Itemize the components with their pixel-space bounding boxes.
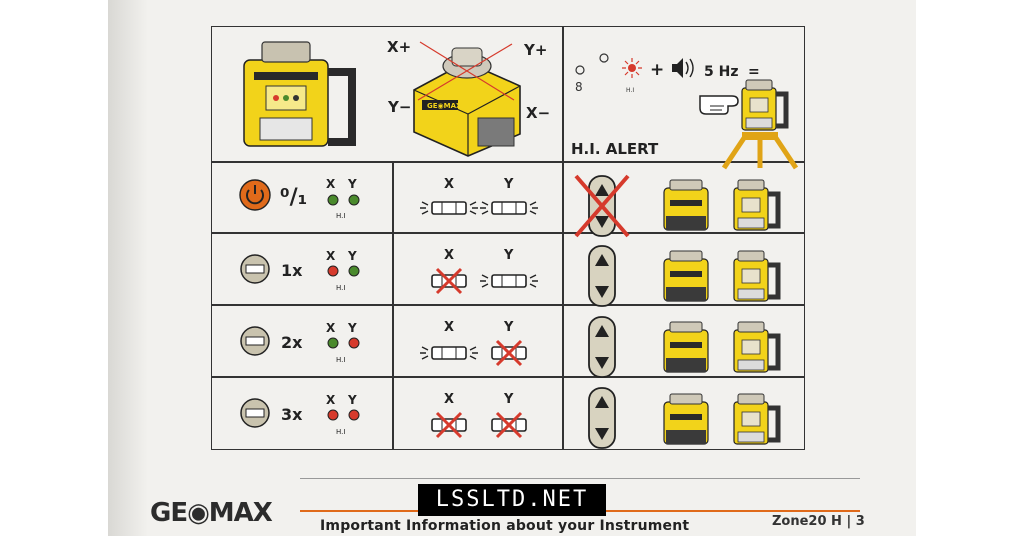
row-1x: 1x X Y H.I X Y	[240, 245, 778, 307]
page-shadow	[108, 0, 148, 536]
led-x-label: X	[326, 321, 336, 335]
vial-y-blinking	[480, 202, 538, 214]
beep-frequency: 5 Hz	[704, 64, 738, 80]
led-y-red	[348, 337, 360, 349]
instrument-front-illustration	[243, 41, 356, 147]
flashing-led-icon	[622, 58, 642, 78]
table-divider	[392, 161, 394, 450]
instrument-side-small	[734, 322, 778, 372]
arrows-button	[588, 316, 616, 378]
equals-sign: =	[748, 64, 760, 80]
vial-x-blinking	[420, 347, 478, 359]
hi-label: H.I	[336, 428, 345, 436]
tripod-icon	[721, 132, 799, 170]
led-y-green	[348, 194, 360, 206]
press-count-label: 2x	[281, 333, 303, 352]
row-3x: 3x X Y H.I X Y	[240, 387, 778, 449]
footer-title: Important Information about your Instrum…	[320, 518, 690, 534]
led-x-label: X	[326, 177, 336, 191]
instrument-front-small	[663, 393, 709, 445]
vial-y-label: Y	[503, 177, 514, 192]
power-button-icon	[239, 179, 271, 211]
arrows-button	[588, 387, 616, 449]
hi-label: H.I	[336, 212, 345, 220]
vial-y-label: Y	[503, 248, 514, 263]
table-divider	[562, 161, 564, 450]
instrument-front-small	[663, 250, 709, 302]
footer-rule	[300, 478, 860, 479]
geomax-logo: GE◉MAX	[150, 498, 273, 528]
led-digit: 8	[575, 80, 583, 94]
table-divider	[212, 232, 804, 234]
watermark-banner: LSSLTD.NET	[418, 484, 606, 516]
press-count-label: 1x	[281, 261, 303, 280]
vial-x-label: X	[444, 177, 454, 192]
table-divider	[212, 304, 804, 306]
led-y-label: Y	[347, 249, 357, 263]
instrument-side-small	[734, 180, 778, 230]
level-button-icon	[240, 398, 270, 428]
vial-y-label: Y	[503, 392, 514, 407]
arrows-button	[588, 245, 616, 307]
led-indicator	[599, 53, 609, 63]
hi-small-label: H.I	[626, 87, 634, 94]
hi-label: H.I	[336, 284, 345, 292]
axis-y-minus: Y−	[387, 98, 411, 116]
hi-alert-title: H.I. ALERT	[571, 140, 659, 158]
plus-sign: +	[650, 60, 664, 80]
table-divider	[212, 376, 804, 378]
led-x-label: X	[326, 249, 336, 263]
led-y-label: Y	[347, 321, 357, 335]
vial-x-label: X	[444, 320, 454, 335]
led-x-green	[327, 337, 339, 349]
axis-x-plus: X+	[387, 38, 411, 56]
level-button-icon	[240, 326, 270, 356]
led-y-red	[348, 409, 360, 421]
instrument-front-small	[663, 321, 709, 373]
vial-y-label: Y	[503, 320, 514, 335]
speaker-icon	[672, 58, 694, 78]
unit-brand: GE◉MAX	[427, 102, 462, 110]
table-divider	[562, 27, 564, 161]
hi-alert-panel: 8 H.I + 5 Hz = H.I. ALERT	[571, 53, 799, 170]
instrument-front-small	[663, 179, 709, 231]
led-x-red	[327, 265, 339, 277]
instrument-side-small	[734, 251, 778, 301]
axis-y-plus: Y+	[523, 41, 547, 59]
disabled-x-icon	[574, 174, 630, 238]
led-y-green	[348, 265, 360, 277]
vial-x-label: X	[444, 392, 454, 407]
instrument-axes-illustration: GE◉MAX X+ Y+ Y− X−	[387, 38, 550, 157]
level-button-icon	[240, 254, 270, 284]
row-power: ⁰/₁ X Y H.I X Y	[239, 174, 778, 238]
led-y-label: Y	[347, 177, 357, 191]
instrument-side-small	[734, 394, 778, 444]
led-x-red	[327, 409, 339, 421]
pointing-hand-icon	[699, 95, 739, 115]
led-x-green	[327, 194, 339, 206]
led-indicator	[575, 65, 585, 75]
table-divider	[212, 161, 804, 163]
press-count-label: 3x	[281, 405, 303, 424]
vial-y-blinking	[480, 275, 538, 287]
vial-x-blinking	[420, 202, 478, 214]
hi-label: H.I	[336, 356, 345, 364]
axis-x-minus: X−	[526, 104, 550, 122]
led-x-label: X	[326, 393, 336, 407]
power-toggle-label: ⁰/₁	[280, 185, 307, 210]
led-y-label: Y	[347, 393, 357, 407]
instruction-table	[211, 26, 805, 450]
row-2x: 2x X Y H.I X Y	[240, 316, 778, 378]
page-number: Zone20 H | 3	[772, 514, 865, 529]
instrument-on-tripod	[742, 80, 786, 130]
vial-x-label: X	[444, 248, 454, 263]
